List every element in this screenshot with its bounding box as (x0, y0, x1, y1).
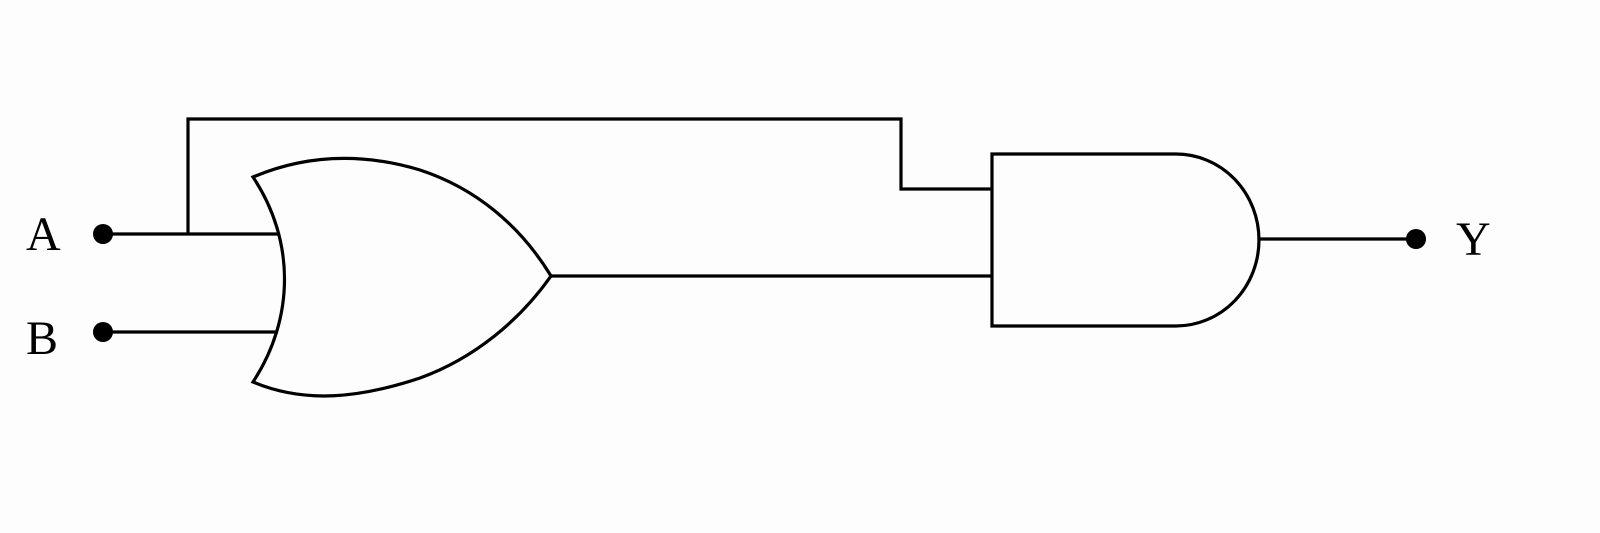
and-gate (990, 152, 1261, 328)
input-label-a: A (26, 208, 61, 261)
wire-a-feedback-to-and (186, 117, 992, 234)
input-label-b: B (26, 312, 58, 365)
output-label-y: Y (1456, 213, 1491, 266)
or-gate (250, 156, 553, 398)
